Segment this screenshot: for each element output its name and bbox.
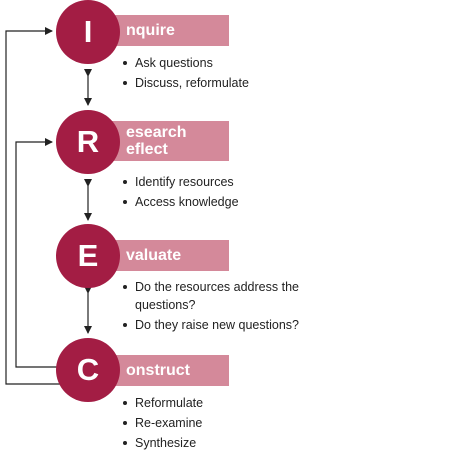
step-bullets-inquire: Ask questions Discuss, reformulate xyxy=(120,54,249,94)
step-bullets-research: Identify resources Access knowledge xyxy=(120,173,239,213)
step-letter: E xyxy=(77,238,99,273)
loop-arrow-c-to-i xyxy=(5,27,64,385)
list-item: Do they raise new questions? xyxy=(120,316,320,334)
step-letter-circle-c: C xyxy=(56,338,120,402)
list-item: Re-examine xyxy=(120,414,203,432)
loop-arrow-c-to-r xyxy=(15,138,64,368)
list-item: Discuss, reformulate xyxy=(120,74,249,92)
step-letter: C xyxy=(76,352,100,387)
step-bullets-construct: Reformulate Re-examine Synthesize xyxy=(120,394,203,454)
list-item: Access knowledge xyxy=(120,193,239,211)
list-item: Reformulate xyxy=(120,394,203,412)
step-title-line: onstruct xyxy=(126,362,190,379)
step-title-line: nquire xyxy=(126,22,175,39)
list-item: Identify resources xyxy=(120,173,239,191)
list-item: Do the resources address the questions? xyxy=(120,278,320,314)
step-letter: I xyxy=(83,14,93,49)
step-letter-circle-e: E xyxy=(56,224,120,288)
step-letter-circle-i: I xyxy=(56,0,120,64)
step-bullets-evaluate: Do the resources address the questions? … xyxy=(120,278,320,336)
step-title-line: eflect xyxy=(126,141,168,158)
list-item: Ask questions xyxy=(120,54,249,72)
step-title-line: valuate xyxy=(126,247,182,264)
step-letter: R xyxy=(76,124,100,159)
step-letter-circle-r: R xyxy=(56,110,120,174)
step-title-line: esearch xyxy=(126,124,187,141)
list-item: Synthesize xyxy=(120,434,203,452)
